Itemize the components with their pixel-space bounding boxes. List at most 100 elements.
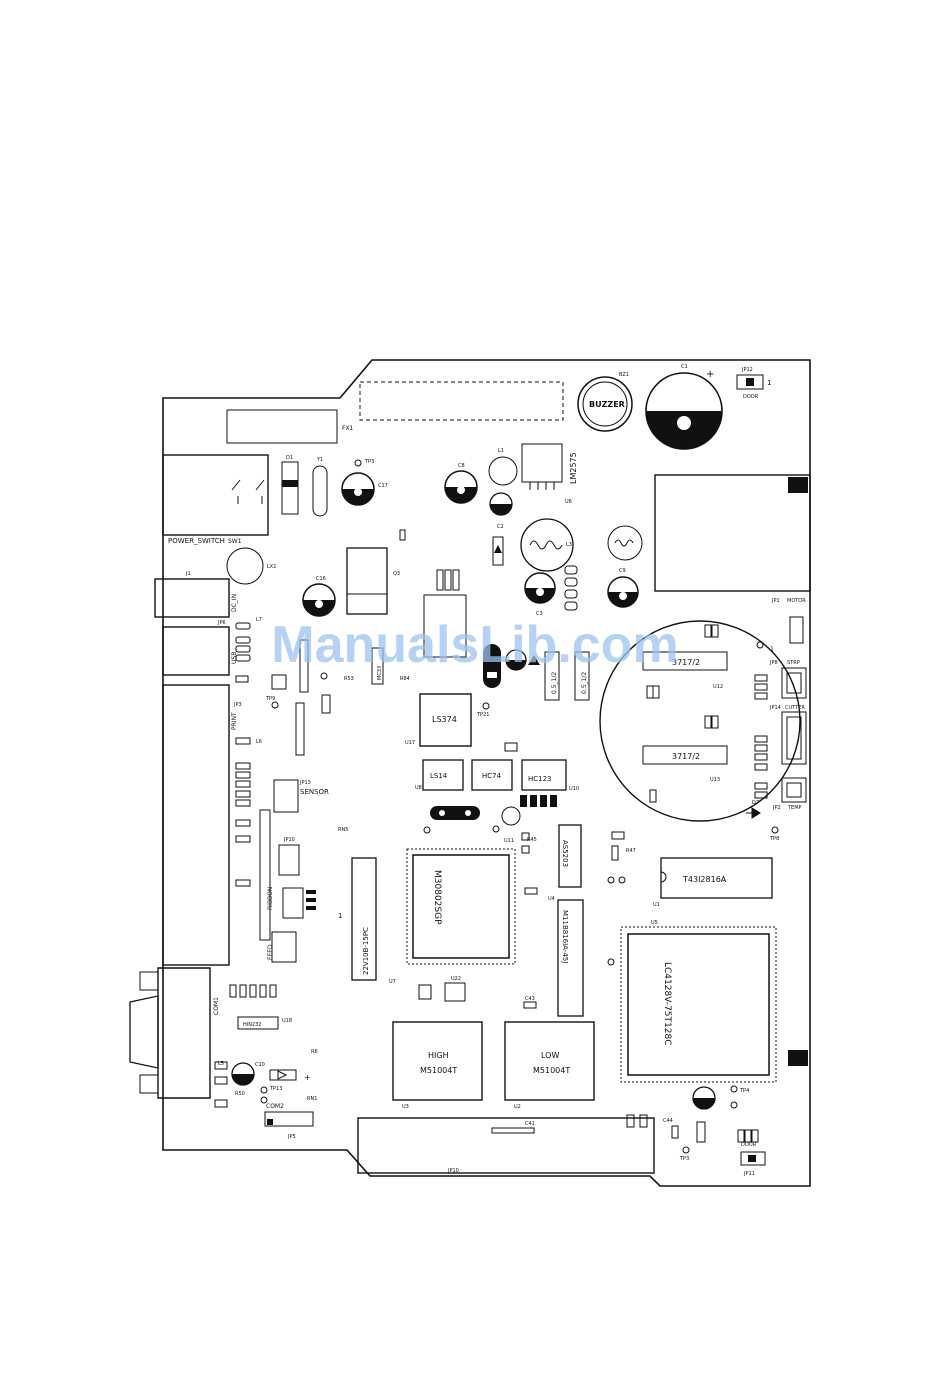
c3-pad xyxy=(536,588,544,596)
jp3-label: JP3 xyxy=(233,702,242,708)
tp9-label: TP9 xyxy=(265,696,275,702)
right-connector-area xyxy=(654,474,811,592)
hin232-chip xyxy=(237,1016,279,1030)
jp11-door xyxy=(740,1151,766,1166)
c41-label: C41 xyxy=(525,1121,535,1127)
jp13-label: JP13 xyxy=(299,780,311,786)
jp10-label: JP10 xyxy=(283,837,295,843)
temp-label: TEMP xyxy=(787,805,802,811)
jp12-pin xyxy=(746,378,754,386)
l3-label: L3 xyxy=(566,542,572,548)
y1-crystal xyxy=(312,465,328,517)
c9-pad xyxy=(619,592,627,600)
u6-label: U6 xyxy=(565,499,572,505)
jp8-label: JP8 xyxy=(769,660,778,666)
tp9-dot xyxy=(271,701,279,709)
resistor-stack xyxy=(564,565,578,611)
c44-cap xyxy=(671,1125,679,1139)
c6-fill xyxy=(506,660,526,670)
u17-label: U17 xyxy=(405,740,415,746)
c2-fill xyxy=(490,504,512,515)
lx1-label: LX1 xyxy=(267,564,276,570)
u11-label: U11 xyxy=(504,838,514,844)
jp13-sensor xyxy=(273,779,299,813)
as5203-label: AS5203 xyxy=(561,840,569,867)
c16-pad xyxy=(315,600,323,608)
d1-body xyxy=(281,461,299,515)
u2-label: U2 xyxy=(514,1104,521,1110)
sensor-label: SENSOR xyxy=(300,788,329,796)
d3-diode xyxy=(492,536,504,566)
tp3-top-label: TP3 xyxy=(364,459,374,465)
c8-fill xyxy=(445,487,477,503)
c1-pad xyxy=(677,416,691,430)
tp3-dot xyxy=(682,1146,690,1154)
usb-label: USB xyxy=(231,652,238,664)
l1-right-coil xyxy=(607,525,643,561)
r6-label: R6 xyxy=(311,1049,318,1055)
tp13-dot xyxy=(260,1086,268,1094)
com2-jp5 xyxy=(264,1111,314,1127)
l3-coil xyxy=(520,518,574,572)
y1-label: Y1 xyxy=(316,457,323,463)
jp12-plus-c16: + xyxy=(304,1073,311,1082)
u18-label: U18 xyxy=(282,1018,292,1024)
hc74-label: HC74 xyxy=(482,772,502,780)
high-chip xyxy=(392,1021,483,1101)
test-points xyxy=(260,459,764,1109)
x1-crystal xyxy=(430,806,480,820)
feed-label: FEED xyxy=(267,944,274,960)
m30802-chip xyxy=(412,854,510,959)
misc-small-components xyxy=(214,529,768,1143)
cx2-cap xyxy=(295,702,305,756)
dc-in-label: DC_IN xyxy=(231,594,238,612)
jp10-jumper xyxy=(696,1121,706,1143)
c17-fill xyxy=(342,489,374,505)
c17-pad xyxy=(354,488,362,496)
d7-diode xyxy=(746,807,761,819)
m51004-b-label: M51004T xyxy=(533,1066,570,1075)
tp13-label: TP13 xyxy=(269,1086,282,1092)
motor-driver-circle xyxy=(599,620,801,822)
m30802-pins xyxy=(406,848,516,965)
c36-label: 0.5_1/2 xyxy=(551,672,558,694)
fx1-label: FX1 xyxy=(342,425,354,432)
low-label: LOW xyxy=(541,1051,559,1060)
power-switch-label: POWER_SWITCH xyxy=(168,537,225,545)
chip-3717-bot-label: 3717/2 xyxy=(672,752,700,761)
c1-plus: + xyxy=(706,369,714,380)
c8-label: C8 xyxy=(458,463,465,469)
chip-22v10-label: 22V10B-15PC xyxy=(362,927,370,975)
jp2-temp xyxy=(781,777,807,803)
mc33-chip xyxy=(371,647,384,685)
print-label: PRINT xyxy=(231,712,238,730)
jp6-label: JP6 xyxy=(217,620,226,626)
x1-pad-a xyxy=(439,810,445,816)
buzzer-inner xyxy=(582,381,628,427)
com1-screw-top xyxy=(139,971,159,991)
watermark: ManualsLib.com xyxy=(271,616,678,674)
jp10-ribbon xyxy=(278,844,300,876)
c6-bottom-fill xyxy=(693,1098,715,1109)
jp12-pin1: 1 xyxy=(767,379,771,387)
u19-package xyxy=(423,594,467,658)
c8-pad xyxy=(457,486,465,494)
rn5-label: RN5 xyxy=(338,827,348,833)
ls374-chip xyxy=(419,693,472,747)
lc4128-pins xyxy=(620,926,777,1083)
c1-label: C1 xyxy=(681,364,688,370)
d3-symbol xyxy=(494,545,502,553)
rn-pack xyxy=(520,795,557,807)
r53-label: R53 xyxy=(344,676,354,682)
motor-label: MOTOR xyxy=(787,598,806,604)
u5-label: U5 xyxy=(651,920,658,926)
strp-label: STRP xyxy=(787,660,800,666)
bottom-left-diode xyxy=(269,1069,297,1081)
c3-label: C3 xyxy=(536,611,543,617)
ls14-label: LS14 xyxy=(430,772,448,780)
c37-cap xyxy=(574,651,590,701)
t43-chip xyxy=(660,857,773,899)
tp21-label: TP21 xyxy=(476,712,489,718)
l3-winding xyxy=(529,540,563,550)
